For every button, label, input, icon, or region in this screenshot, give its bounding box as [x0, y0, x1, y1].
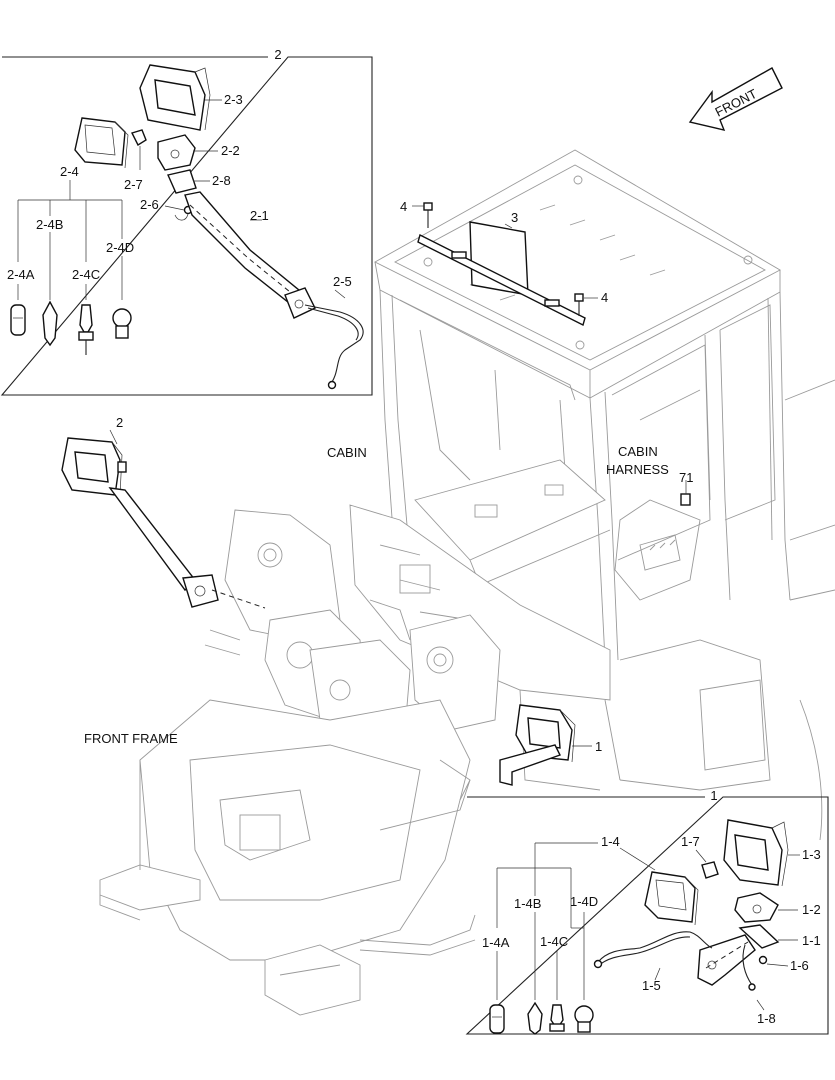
- label-2-3: 2-3: [224, 92, 243, 107]
- label-1-5: 1-5: [642, 978, 661, 993]
- label-1-4A: 1-4A: [482, 935, 510, 950]
- label-lamp-1: 1: [595, 739, 602, 754]
- label-3: 3: [511, 210, 518, 225]
- bolt-4-top: [423, 202, 433, 228]
- label-front-frame: FRONT FRAME: [84, 731, 178, 746]
- bulb-2-4A: [10, 304, 26, 336]
- bulb-1-4C: [549, 1004, 565, 1032]
- label-1-6: 1-6: [790, 958, 809, 973]
- bulb-1-4B: [527, 1001, 543, 1035]
- label-2-4D: 2-4D: [106, 240, 134, 255]
- label-2-8: 2-8: [212, 173, 231, 188]
- inset-box-1: 1 1-3 1-4 1-7 1-2 1-1 1-6: [465, 788, 829, 1035]
- label-cabin: CABIN: [327, 445, 367, 460]
- bolt-4-bottom: [574, 293, 584, 316]
- label-4-top: 4: [400, 199, 407, 214]
- inset-1-title: 1: [710, 788, 717, 803]
- label-2-7: 2-7: [124, 177, 143, 192]
- label-4-bottom: 4: [601, 290, 608, 305]
- inset-2-title: 2: [274, 47, 281, 62]
- lamp-assembly-1: [499, 704, 576, 786]
- plate-3: [417, 221, 586, 327]
- front-arrow: FRONT: [688, 67, 783, 131]
- label-2-4A: 2-4A: [7, 267, 35, 282]
- label-lamp-2: 2: [116, 415, 123, 430]
- lamp-2-4: [74, 117, 129, 169]
- label-2-4C: 2-4C: [72, 267, 100, 282]
- label-1-4C: 1-4C: [540, 934, 568, 949]
- label-1-7: 1-7: [681, 834, 700, 849]
- label-cabin-harness-line1: CABIN: [618, 444, 658, 459]
- label-2-4: 2-4: [60, 164, 79, 179]
- label-1-8: 1-8: [757, 1011, 776, 1026]
- bulb-1-4A: [489, 1004, 505, 1034]
- bulb-1-4D: [574, 1005, 594, 1033]
- label-1-4: 1-4: [601, 834, 620, 849]
- connector-71: [680, 480, 691, 506]
- bulb-2-4B: [42, 300, 58, 347]
- label-1-4D: 1-4D: [570, 894, 598, 909]
- bulb-2-4C: [78, 304, 94, 355]
- label-71: 71: [679, 470, 693, 485]
- label-cabin-harness-line2: HARNESS: [606, 462, 669, 477]
- label-1-2: 1-2: [802, 902, 821, 917]
- inset-box-2: 2 2-3 2-4 2-7 2-2 2-8 2: [0, 47, 373, 396]
- bulb-2-4D: [112, 308, 132, 339]
- label-2-2: 2-2: [221, 143, 240, 158]
- front-frame-drawing: [99, 509, 501, 1016]
- label-1-3: 1-3: [802, 847, 821, 862]
- lamp-bezel-2-3: [139, 64, 211, 131]
- label-2-6: 2-6: [140, 197, 159, 212]
- label-2-5: 2-5: [333, 274, 352, 289]
- label-1-1: 1-1: [802, 933, 821, 948]
- cabin-drawing: [349, 149, 835, 841]
- label-2-4B: 2-4B: [36, 217, 63, 232]
- label-2-1: 2-1: [250, 208, 269, 223]
- lamp-assembly-2: [61, 437, 266, 609]
- label-1-4B: 1-4B: [514, 896, 541, 911]
